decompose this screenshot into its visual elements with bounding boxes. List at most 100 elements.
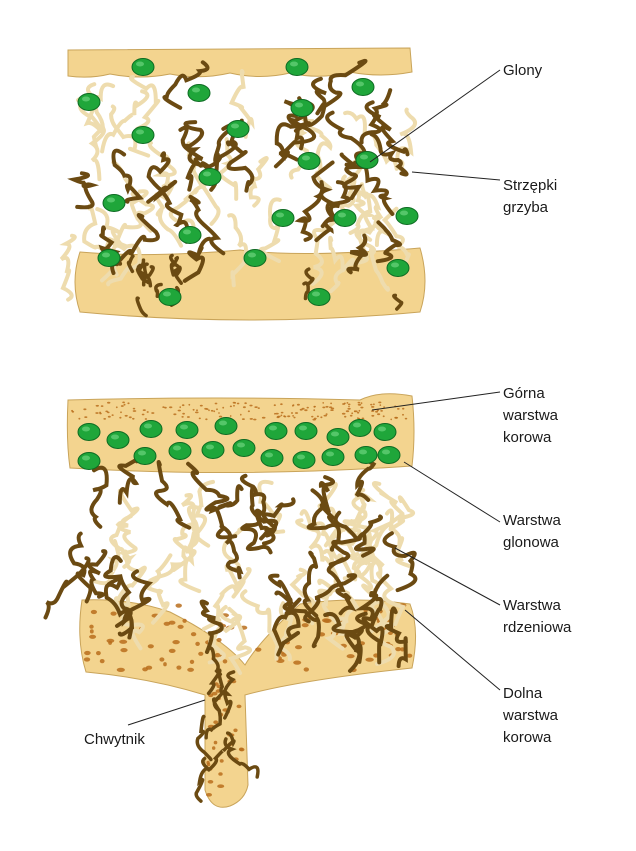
dark-hypha <box>347 611 370 673</box>
cortex-grain <box>179 406 181 409</box>
cortex-grain <box>395 647 402 652</box>
dark-hypha <box>273 101 317 169</box>
cortex-grain <box>254 406 258 408</box>
alga-highlight <box>107 197 115 203</box>
dark-hypha <box>225 140 255 193</box>
dark-hypha <box>154 459 192 530</box>
cortex-grain <box>146 411 149 413</box>
cortex-grain <box>382 415 385 418</box>
cortex-grain <box>144 418 148 420</box>
cortex-grain <box>304 409 308 412</box>
alga-highlight <box>391 262 399 268</box>
alga-cell <box>77 93 101 111</box>
cortex-grain <box>123 403 126 406</box>
alga-highlight <box>82 455 90 461</box>
alga-cell <box>214 417 238 435</box>
cortex-grain <box>214 402 218 405</box>
cortex-grain <box>330 402 332 405</box>
dark-hypha <box>219 524 244 580</box>
dark-hypha-short <box>136 263 153 288</box>
dark-hypha <box>354 592 385 665</box>
cortex-grain <box>189 659 195 665</box>
cortex-grain <box>229 415 232 417</box>
light-hypha <box>145 553 173 625</box>
dark-hypha <box>365 573 390 645</box>
cortex-grain <box>402 413 404 416</box>
dark-hypha <box>382 531 418 593</box>
alga-cell <box>175 421 199 439</box>
alga-cell <box>321 448 345 466</box>
cortex-grain <box>236 402 240 405</box>
cortex-grain <box>84 650 91 656</box>
cortex-grain <box>210 409 214 412</box>
alga-cell <box>297 152 321 170</box>
alga-highlight <box>231 123 239 129</box>
cortex-grain <box>110 611 117 616</box>
cortex-grain <box>320 416 323 419</box>
cortex-grain <box>357 401 361 404</box>
cortex-grain <box>219 759 224 763</box>
cortex-grain <box>371 410 375 412</box>
leader-medulla <box>394 547 501 606</box>
cortex-grain <box>175 603 182 608</box>
label-algal-layer-2: glonowa <box>503 534 560 551</box>
cortex-grain <box>341 412 346 415</box>
alga-highlight <box>269 425 277 431</box>
cortex-grain <box>283 415 287 418</box>
light-hypha <box>117 514 138 569</box>
alga-cell <box>351 78 375 96</box>
alga-highlight <box>206 444 214 450</box>
alga-highlight <box>82 96 90 102</box>
cortex-grain <box>95 404 100 407</box>
alga-highlight <box>265 452 273 458</box>
label-hyphae-line2: grzyba <box>503 199 549 216</box>
cortex-grain <box>107 415 111 418</box>
label-medulla-1: Warstwa <box>503 597 561 614</box>
cortex-grain <box>181 416 184 418</box>
alga-highlight <box>353 422 361 428</box>
light-hypha <box>342 521 393 581</box>
dark-hypha <box>302 550 319 618</box>
dark-hypha-short <box>141 265 155 287</box>
leader-hyphae <box>411 171 501 181</box>
cortex-grain <box>218 412 220 414</box>
cortex-grain <box>313 417 317 420</box>
alga-cell <box>133 447 157 465</box>
cortex-grain <box>311 415 314 418</box>
alga-cell <box>178 226 202 244</box>
light-hypha <box>78 99 106 182</box>
cortex-grain <box>301 623 309 628</box>
dark-hypha <box>314 180 351 243</box>
alga-cell <box>290 99 314 117</box>
light-hypha <box>227 213 248 288</box>
cortex-grain <box>292 415 294 417</box>
cortex-grain <box>402 407 405 410</box>
dark-hypha <box>239 473 279 538</box>
cortex-grain <box>277 415 281 418</box>
leader-lower-cortex <box>404 609 501 691</box>
cortex-grain <box>190 632 197 637</box>
cortex-grain <box>344 415 347 418</box>
cortex-grain <box>213 410 216 413</box>
alga-cell <box>106 431 130 449</box>
cortex-grain <box>142 667 149 672</box>
cortex-grain <box>296 403 300 406</box>
cortex-grain <box>206 762 211 767</box>
cortex-grain <box>192 408 195 411</box>
cortex-grain <box>380 410 383 412</box>
cortex-grain <box>213 720 219 724</box>
cortex-grain <box>187 667 195 672</box>
cortex-grain <box>396 408 400 410</box>
cortex-grain <box>122 401 125 404</box>
cortex-grain <box>162 406 165 408</box>
cortex-grain <box>128 416 132 419</box>
cortex-grain <box>346 402 349 404</box>
label-lower-cortex-2: warstwa <box>502 707 559 724</box>
upper-cortex-grains <box>71 401 408 421</box>
dark-hypha-short <box>154 282 163 299</box>
cortex-grain <box>198 417 201 420</box>
cortex-grain <box>119 416 122 419</box>
cortex-grain <box>105 410 109 413</box>
cortex-grain <box>361 417 365 420</box>
alga-cell <box>348 419 372 437</box>
